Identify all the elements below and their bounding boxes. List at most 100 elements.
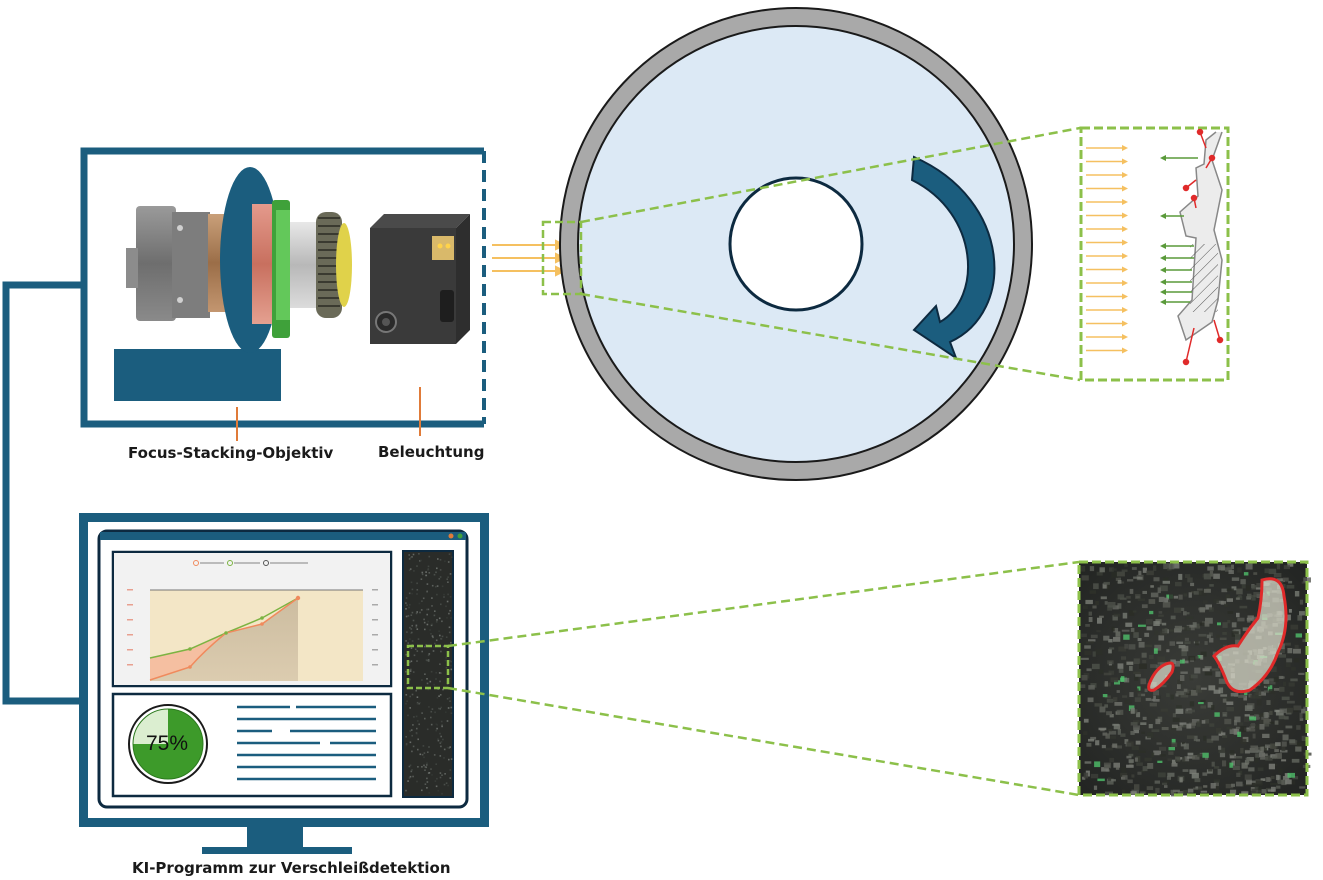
strip-texture-dot — [410, 660, 413, 663]
detection-texture-blob — [1214, 712, 1220, 717]
detection-texture-blob — [1217, 622, 1221, 626]
window-button-maximize[interactable] — [457, 533, 463, 539]
detection-texture-blob — [1292, 776, 1299, 780]
strip-texture-dot — [419, 560, 421, 562]
detection-texture-blob — [1170, 659, 1176, 665]
strip-texture-dot — [439, 776, 442, 779]
strip-texture-dot — [448, 626, 451, 629]
strip-texture-dot — [424, 766, 427, 768]
strip-texture-dot — [406, 604, 408, 606]
detection-texture-blob — [1198, 702, 1204, 705]
detection-texture-blob — [1185, 574, 1191, 578]
detection-texture-blob — [1246, 779, 1252, 785]
detection-texture-blob — [1294, 658, 1300, 663]
detection-texture-blob — [1254, 714, 1259, 720]
detection-texture-blob — [1124, 699, 1132, 704]
detection-texture-blob — [1154, 630, 1159, 635]
detection-texture-blob — [1200, 705, 1207, 709]
detection-texture-blob — [1213, 689, 1221, 694]
detection-texture-blob — [1194, 667, 1201, 674]
detection-texture-blob — [1253, 692, 1262, 699]
strip-texture-dot — [450, 660, 452, 663]
detection-texture-blob — [1209, 632, 1213, 637]
detection-texture-blob — [1168, 563, 1175, 570]
strip-texture-dot — [415, 626, 418, 628]
detection-texture-blob — [1097, 778, 1105, 782]
detection-texture-blob — [1301, 581, 1309, 584]
strip-texture-dot — [426, 608, 428, 611]
detection-texture-blob — [1279, 648, 1285, 654]
strip-texture-dot — [439, 772, 442, 774]
detection-texture-blob — [1242, 627, 1251, 632]
strip-texture-dot — [439, 680, 441, 683]
detection-texture-blob — [1260, 778, 1266, 781]
detection-texture-blob — [1200, 699, 1206, 703]
detection-texture-blob — [1113, 697, 1118, 702]
detection-texture-blob — [1117, 663, 1124, 669]
detection-texture-blob — [1169, 629, 1177, 632]
detection-texture-blob — [1281, 759, 1287, 762]
detection-texture-blob — [1262, 753, 1268, 756]
detection-texture-blob — [1147, 763, 1154, 769]
strip-texture-dot — [427, 608, 430, 611]
detection-texture-blob — [1198, 633, 1207, 637]
strip-texture-dot — [405, 694, 408, 696]
detection-texture-blob — [1299, 599, 1304, 605]
detection-texture-blob — [1150, 592, 1159, 598]
detection-texture-blob — [1183, 593, 1188, 597]
detection-texture-blob — [1286, 584, 1295, 589]
strip-texture-dot — [439, 708, 441, 710]
detection-texture-blob — [1243, 572, 1249, 576]
detection-texture-blob — [1244, 750, 1250, 754]
detection-texture-blob — [1102, 732, 1108, 736]
detection-texture-blob — [1113, 762, 1120, 768]
detection-texture-blob — [1102, 694, 1108, 698]
detection-texture-blob — [1204, 719, 1210, 724]
detection-texture-blob — [1265, 787, 1272, 791]
detection-texture-blob — [1158, 614, 1164, 617]
detection-texture-blob — [1160, 708, 1168, 712]
detection-texture-blob — [1116, 571, 1125, 577]
strip-texture-dot — [424, 769, 426, 771]
detection-texture-blob — [1111, 571, 1119, 578]
detection-texture-blob — [1245, 757, 1250, 764]
detection-texture-blob — [1109, 567, 1114, 572]
detection-texture-blob — [1164, 628, 1168, 634]
detection-texture-blob — [1167, 758, 1172, 761]
strip-texture-dot — [440, 741, 443, 743]
strip-texture-dot — [416, 611, 418, 613]
detection-texture-blob — [1108, 648, 1112, 654]
detection-texture-blob — [1259, 719, 1266, 725]
detection-texture-blob — [1112, 568, 1117, 571]
strip-texture-dot — [422, 745, 425, 747]
detection-texture-blob — [1133, 671, 1141, 674]
detection-texture-blob — [1283, 681, 1287, 687]
detection-texture-blob — [1113, 628, 1119, 633]
strip-texture-dot — [443, 757, 445, 759]
incident-arrow-head — [1122, 253, 1128, 259]
detection-texture-blob — [1124, 677, 1130, 683]
strip-texture-dot — [421, 766, 423, 768]
strip-texture-dot — [430, 768, 432, 770]
strip-texture-dot — [427, 659, 430, 661]
detection-texture-blob — [1270, 666, 1277, 673]
strip-texture-dot — [406, 631, 408, 633]
detection-texture-blob — [1111, 779, 1116, 782]
strip-texture-dot — [409, 568, 412, 570]
strip-texture-dot — [431, 774, 433, 776]
window-button-close[interactable] — [448, 533, 454, 539]
detection-texture-blob — [1295, 633, 1302, 638]
detection-texture-blob — [1184, 626, 1191, 631]
strip-texture-dot — [446, 720, 449, 722]
strip-texture-dot — [415, 647, 417, 649]
strip-texture-dot — [409, 672, 411, 675]
detection-texture-blob — [1126, 764, 1134, 768]
strip-texture-dot — [410, 668, 412, 671]
detection-texture-blob — [1153, 577, 1160, 582]
detection-texture-blob — [1082, 702, 1086, 709]
strip-texture-dot — [421, 789, 423, 792]
detection-texture-blob — [1101, 767, 1109, 772]
detection-texture-blob — [1224, 718, 1232, 725]
detection-texture-blob — [1192, 755, 1200, 760]
detected-wear-region-small — [1147, 661, 1175, 692]
